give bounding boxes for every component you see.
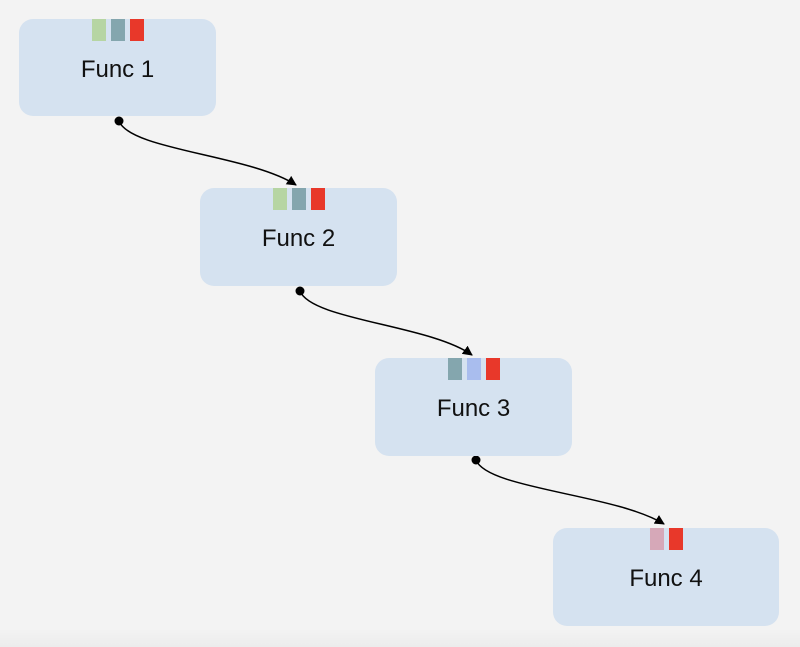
input-port-chip[interactable] [129, 19, 144, 41]
node-label: Func 3 [436, 395, 511, 422]
node-chips [553, 528, 779, 550]
node-label: Func 1 [80, 56, 155, 83]
node-chips [375, 358, 572, 380]
input-port-chip[interactable] [91, 19, 106, 41]
edge-func1-func2[interactable] [114, 116, 297, 186]
node-func-2[interactable]: Func 2 [200, 188, 397, 286]
node-func-3[interactable]: Func 3 [375, 358, 572, 456]
output-port-dot [471, 455, 481, 465]
node-label: Func 4 [629, 565, 703, 592]
output-port-dot [114, 116, 124, 126]
node-func-4[interactable]: Func 4 [553, 528, 779, 626]
output-port-dot [295, 286, 305, 296]
node-chips [200, 188, 397, 210]
input-port-chip[interactable] [291, 188, 306, 210]
node-chips [19, 19, 216, 41]
input-port-chip[interactable] [447, 358, 462, 380]
node-func-1[interactable]: Func 1 [19, 19, 216, 116]
input-port-chip[interactable] [649, 528, 664, 550]
input-port-chip[interactable] [485, 358, 500, 380]
input-port-chip[interactable] [466, 358, 481, 380]
bottom-edge-strip [0, 629, 800, 647]
input-port-chip[interactable] [310, 188, 325, 210]
input-port-chip[interactable] [668, 528, 683, 550]
edge-func3-func4[interactable] [471, 455, 665, 525]
input-port-chip[interactable] [110, 19, 125, 41]
input-port-chip[interactable] [272, 188, 287, 210]
edge-func2-func3[interactable] [295, 286, 473, 356]
node-label: Func 2 [261, 225, 336, 252]
